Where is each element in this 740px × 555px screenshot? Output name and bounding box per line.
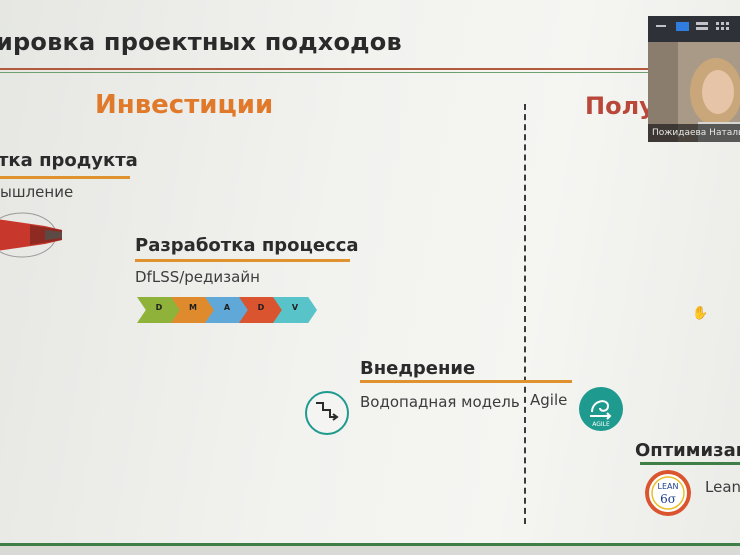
section-product-underline [0, 176, 130, 179]
agile-icon-label: AGILE [592, 421, 610, 428]
waterfall-icon [305, 391, 349, 435]
section-implementation-subtitle-waterfall: Водопадная модель [360, 393, 520, 411]
section-process-underline [135, 259, 350, 262]
bottom-edge [0, 546, 740, 555]
title-underline [0, 68, 740, 70]
section-process-subtitle: DfLSS/редизайн [135, 268, 260, 286]
section-product-title: тка продукта [0, 150, 138, 171]
section-optimization-subtitle: Lean [705, 478, 740, 496]
section-implementation-underline [360, 380, 572, 383]
header-investments: Инвестиции [95, 90, 274, 120]
strip-view-icon [696, 22, 708, 25]
section-optimization-underline [640, 462, 740, 465]
slide-title: ировка проектных подходов [0, 28, 402, 56]
section-implementation-title: Внедрение [360, 358, 476, 379]
sigma-icon-label: 6σ [660, 492, 676, 506]
agile-icon: AGILE [579, 387, 623, 431]
section-product-subtitle: ышление [0, 183, 74, 201]
webcam-toolbar [648, 16, 740, 42]
section-optimization-title: Оптимизац [635, 440, 740, 461]
funnel-icon [0, 212, 62, 258]
webcam-tile[interactable]: Пожидаева Наталья [648, 16, 740, 142]
dashed-divider [524, 104, 526, 524]
speaker-view-icon [676, 22, 689, 31]
minimize-icon [656, 25, 666, 27]
hand-cursor-icon: ✋ [692, 306, 709, 321]
bottom-green-line [0, 543, 740, 546]
section-process-title: Разработка процесса [135, 235, 359, 256]
participant-name: Пожидаева Наталья [648, 124, 740, 142]
gallery-view-icon [716, 22, 729, 30]
title-underline-green [0, 72, 740, 73]
lean-icon-label: LEAN [658, 482, 679, 491]
section-implementation-subtitle-agile: Agile [530, 391, 568, 409]
lean-six-sigma-icon: LEAN 6σ [645, 470, 691, 516]
